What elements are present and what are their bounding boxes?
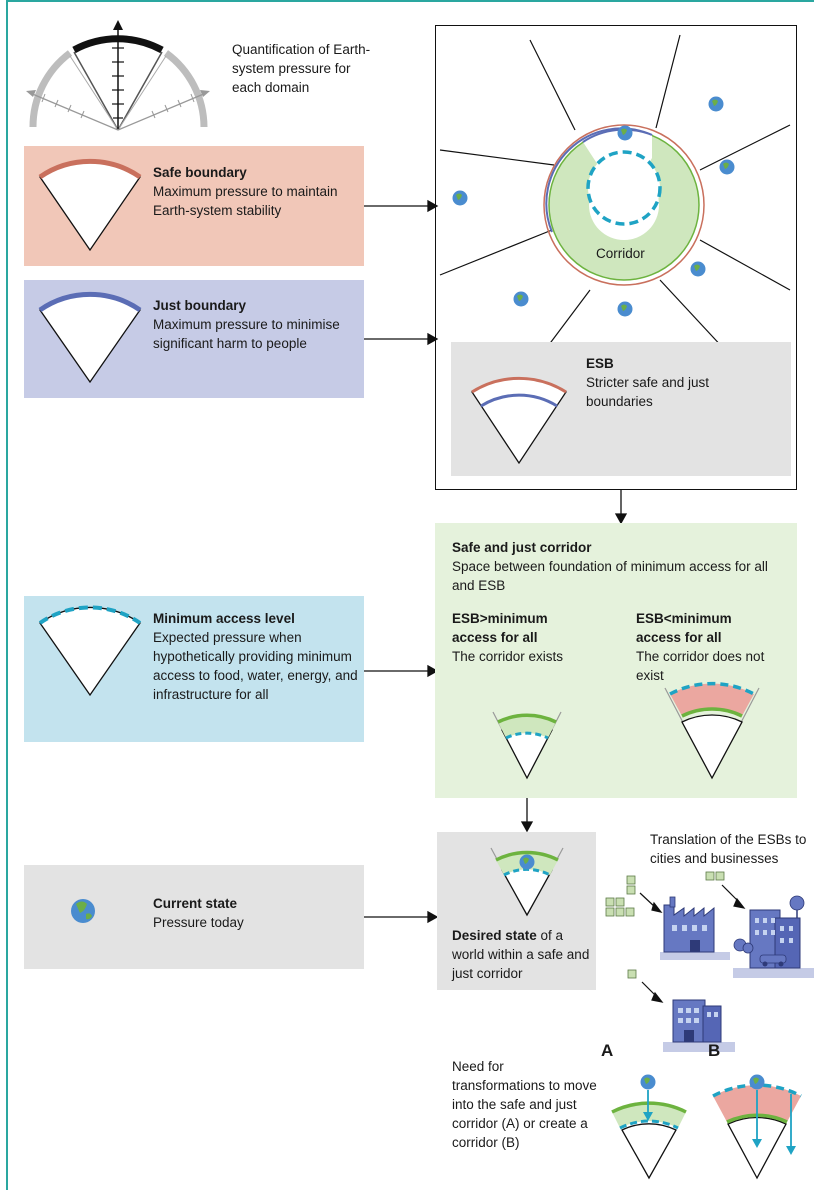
sjc-desc: Space between foundation of minimum acce… [452,559,768,593]
just-title: Just boundary [153,298,247,313]
sjc-left-desc: The corridor exists [452,649,564,664]
sjc-left-title: ESB>minimum access for all [452,611,548,645]
sjc-right-desc: The corridor does not exist [636,649,765,683]
translation-text-2: Translation of the ESBs to cities and bu… [650,832,807,866]
minimum-title: Minimum access level [153,611,295,626]
intro-text: Quantification of Earth-system pressure … [232,42,371,95]
just-desc: Maximum pressure to minimise significant… [153,317,340,351]
need-label-b: B [708,1041,721,1060]
need-label-a: A [601,1041,614,1060]
current-title: Current state [153,896,238,911]
sjc-right-title: ESB<minimum access for all [636,611,732,645]
need-text: Need for transformations to move into th… [452,1059,597,1150]
sjc-title: Safe and just corridor [452,540,592,555]
frame-top-rule [6,0,814,2]
safe-title: Safe boundary [153,165,247,180]
esb-title: ESB [586,356,614,371]
desired-text: Desired state of a world within a safe a… [452,926,592,983]
desired-title: Desired state [452,928,537,943]
current-desc: Pressure today [153,915,244,930]
corridor-label: Corridor [596,246,645,261]
minimum-desc: Expected pressure when hypothetically pr… [153,630,358,702]
safe-desc: Maximum pressure to maintain Earth-syste… [153,184,338,218]
esb-desc: Stricter safe and just boundaries [586,375,710,409]
frame-left-rule [6,0,8,1190]
desired-desc: of a world within a safe and just corrid… [452,928,590,981]
